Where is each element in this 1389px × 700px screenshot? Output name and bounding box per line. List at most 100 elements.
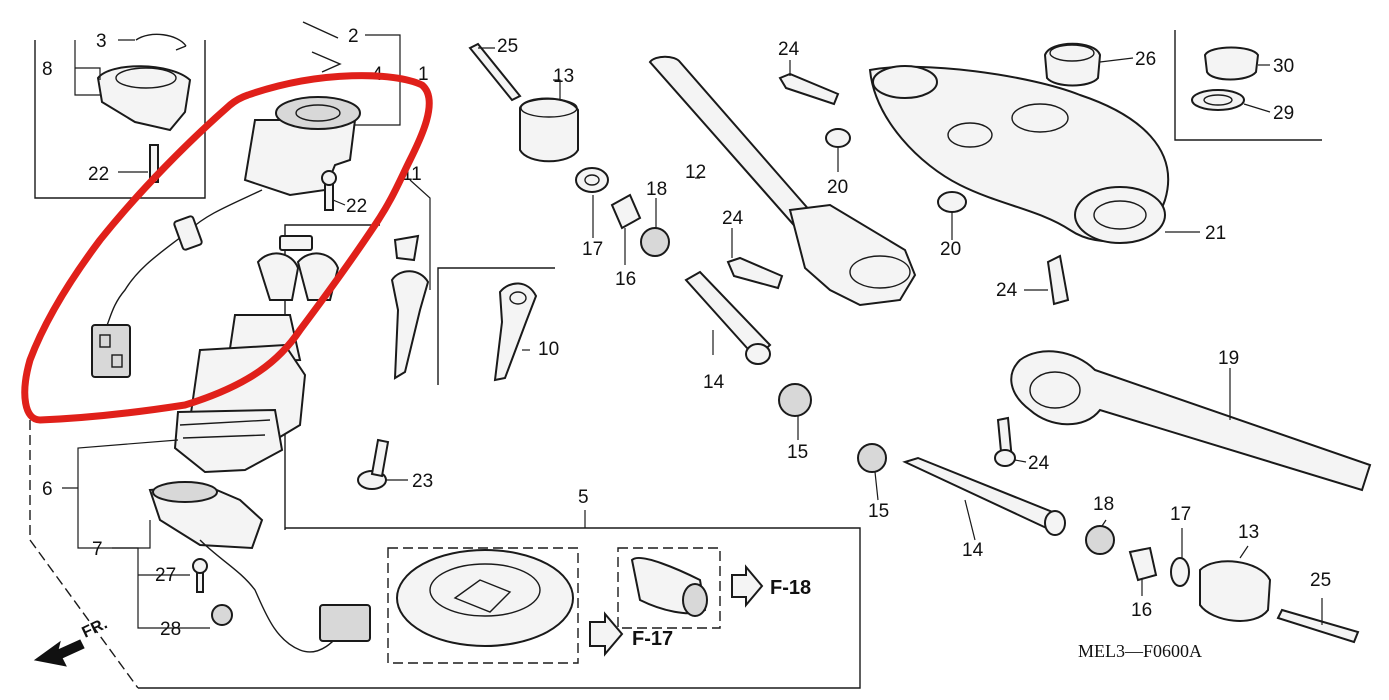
- group-box-key-10: [437, 267, 555, 385]
- drawing-code: MEL3—F0600A: [1078, 641, 1202, 661]
- callout-18-top: 18: [646, 179, 667, 200]
- callouts: 3 8 22 2 4 1 22 11 10 6 7 27 28 23 5 25 …: [42, 26, 1331, 640]
- washer-29: [1191, 89, 1245, 111]
- callout-27: 27: [155, 565, 176, 586]
- reference-f17: F-17: [632, 628, 673, 650]
- key-blank-left: [256, 252, 300, 301]
- key-blank-11: [393, 234, 420, 262]
- nut-30: [1203, 46, 1260, 81]
- bolt-25-top: [468, 42, 522, 102]
- callout-18-lower: 18: [1093, 494, 1114, 515]
- callout-22-right: 22: [346, 196, 367, 217]
- callout-5: 5: [578, 487, 589, 508]
- callout-24-right: 24: [996, 280, 1018, 301]
- ignition-switch-assembly: [91, 96, 361, 378]
- spring-2: [302, 21, 342, 73]
- handlebar-19: [1010, 350, 1372, 492]
- ignition-switch-body: [243, 119, 357, 197]
- callout-26: 26: [1135, 49, 1156, 70]
- bar-14-top: [684, 270, 772, 360]
- red-highlight-circle: [21, 72, 433, 424]
- circlip-3: [135, 33, 187, 51]
- callout-17-top: 17: [582, 239, 603, 260]
- gear-15-lower: [857, 443, 887, 473]
- callout-21: 21: [1205, 223, 1226, 244]
- bolt-24-mid: [726, 256, 784, 290]
- key-11: [390, 270, 430, 380]
- dashed-box-lock: [617, 547, 721, 629]
- dashed-frame-left: [29, 420, 139, 689]
- callout-14-top: 14: [703, 372, 725, 393]
- callout-22-left: 22: [88, 164, 109, 185]
- cap-20-top: [825, 128, 851, 148]
- callout-2: 2: [348, 26, 359, 47]
- bolt-24-right: [1046, 254, 1070, 306]
- callout-8: 8: [42, 59, 53, 80]
- callout-10: 10: [538, 339, 559, 360]
- harness-clip: [173, 215, 203, 251]
- callout-29: 29: [1273, 103, 1294, 124]
- washer-17-lower: [1170, 557, 1190, 587]
- steering-stem-parts: [468, 42, 917, 417]
- callout-17-lower: 17: [1170, 504, 1191, 525]
- callout-30: 30: [1273, 56, 1294, 77]
- callout-25-top: 25: [497, 36, 518, 57]
- washer-17-top: [575, 167, 609, 193]
- key-10: [493, 282, 538, 382]
- callout-7: 7: [92, 539, 103, 560]
- fuel-cap-parts: [396, 549, 764, 657]
- callout-24-lower: 24: [1028, 453, 1050, 474]
- cap-20-mid: [937, 191, 967, 213]
- callout-13-top: 13: [553, 66, 574, 87]
- callout-20-mid: 20: [940, 239, 961, 260]
- arrow-f17: [589, 611, 624, 657]
- gear-18-lower: [1085, 525, 1115, 555]
- arrow-f18: [731, 564, 764, 608]
- steering-lock-assembly: [148, 481, 371, 653]
- ignition-wire-harness: [104, 189, 263, 331]
- fork-tube-12: [648, 55, 820, 234]
- callout-14-lower: 14: [962, 540, 984, 561]
- callout-19: 19: [1218, 348, 1239, 369]
- ignition-switch-top: [275, 96, 361, 130]
- callout-20-top: 20: [827, 177, 848, 198]
- callout-24-mid: 24: [722, 208, 744, 229]
- clip-16-top: [610, 193, 642, 230]
- leader-lines: [62, 34, 1323, 629]
- callout-24-top: 24: [778, 39, 800, 60]
- bolt-25-lower: [1276, 608, 1360, 644]
- bar-end-13-lower: [1199, 560, 1272, 622]
- right-handlebar-parts: [857, 350, 1372, 644]
- callout-28: 28: [160, 619, 181, 640]
- callout-13-lower: 13: [1238, 522, 1259, 543]
- callout-16-lower: 16: [1131, 600, 1152, 621]
- lock-base: [173, 408, 284, 474]
- callout-15-top: 15: [787, 442, 808, 463]
- clip-16-lower: [1128, 546, 1158, 582]
- front-label: FR.: [80, 615, 111, 641]
- steering-lock-wire: [199, 539, 346, 653]
- callout-15-lower: 15: [868, 501, 889, 522]
- top-bridge: [868, 42, 1260, 306]
- cover-8: [96, 65, 192, 132]
- screw-27: [192, 558, 208, 574]
- callout-12: 12: [685, 162, 706, 183]
- callout-1: 1: [418, 64, 429, 85]
- bar-end-13-top: [519, 97, 579, 163]
- front-direction-indicator: FR.: [33, 615, 111, 667]
- callout-23: 23: [412, 471, 433, 492]
- group-box-29-30: [1174, 30, 1322, 141]
- gear-18-top: [640, 227, 670, 257]
- cover-parts: [96, 21, 342, 211]
- callout-3: 3: [96, 31, 107, 52]
- group-box-5: [138, 527, 861, 689]
- dashed-box-cap: [387, 547, 579, 664]
- key-cylinder-assembly: [173, 235, 340, 474]
- ignition-connector: [91, 324, 131, 378]
- nut-26: [1043, 42, 1102, 87]
- bolt-23: [357, 438, 390, 490]
- front-arrow-icon: [33, 639, 85, 667]
- callout-25-lower: 25: [1310, 570, 1331, 591]
